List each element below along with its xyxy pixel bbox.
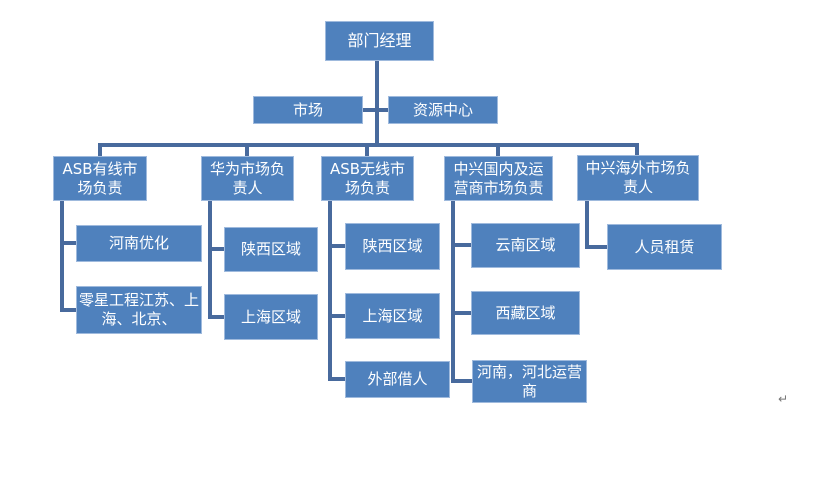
connector-branch1-drop [98, 147, 102, 156]
node-asb-shaanxi-region[interactable]: 陕西区域 [345, 223, 440, 270]
node-external-borrowed-staff[interactable]: 外部借人 [345, 361, 450, 398]
connector-group3-stub1 [332, 244, 345, 248]
connector-group2-vertical [208, 201, 212, 319]
connector-group3-vertical [328, 201, 332, 381]
node-scattered-projects[interactable]: 零星工程江苏、上海、北京、 [76, 286, 202, 334]
connector-group1-stub1 [64, 241, 76, 245]
connector-group4-stub1 [455, 243, 471, 247]
connector-group4-stub2 [455, 311, 471, 315]
connector-group1-stub2 [64, 308, 76, 312]
connector-assistant-left [363, 108, 375, 112]
connector-group5-vertical [585, 201, 589, 249]
node-zte-overseas-market[interactable]: 中兴海外市场负责人 [577, 155, 699, 201]
node-department-manager[interactable]: 部门经理 [325, 21, 434, 61]
connector-group3-stub2 [332, 314, 345, 318]
node-resource-center[interactable]: 资源中心 [388, 96, 498, 124]
connector-branch2-drop [245, 147, 249, 156]
connector-group2-stub1 [212, 247, 224, 251]
node-huawei-shanghai-region[interactable]: 上海区域 [224, 294, 318, 340]
node-personnel-leasing[interactable]: 人员租赁 [607, 224, 722, 270]
connector-group4-vertical [451, 201, 455, 383]
node-huawei-shaanxi-region[interactable]: 陕西区域 [224, 227, 318, 272]
node-zte-domestic-operator-market[interactable]: 中兴国内及运营商市场负责 [444, 156, 553, 201]
connector-assistant-right [379, 108, 389, 112]
connector-group2-stub2 [212, 315, 224, 319]
connector-branch3-drop [365, 147, 369, 156]
node-tibet-region[interactable]: 西藏区域 [471, 291, 580, 335]
connector-group1-vertical [60, 201, 64, 312]
node-asb-wired-market[interactable]: ASB有线市场负责 [53, 156, 147, 201]
connector-group3-stub3 [332, 377, 345, 381]
node-market[interactable]: 市场 [253, 96, 363, 124]
connector-branch4-drop [496, 147, 500, 156]
node-huawei-market[interactable]: 华为市场负责人 [201, 156, 294, 201]
node-henan-optimization[interactable]: 河南优化 [76, 225, 202, 262]
connector-branch5-drop [635, 147, 639, 156]
connector-group4-stub3 [455, 379, 472, 383]
node-yunnan-region[interactable]: 云南区域 [471, 223, 580, 268]
node-asb-shanghai-region[interactable]: 上海区域 [345, 293, 440, 339]
connector-group5-stub1 [585, 245, 607, 249]
connector-distribution-line [98, 143, 639, 147]
connector-root-vertical [375, 61, 379, 147]
node-henan-hebei-operators[interactable]: 河南，河北运营商 [472, 360, 587, 403]
paragraph-mark: ↵ [778, 392, 789, 406]
node-asb-wireless-market[interactable]: ASB无线市场负责 [321, 156, 414, 201]
